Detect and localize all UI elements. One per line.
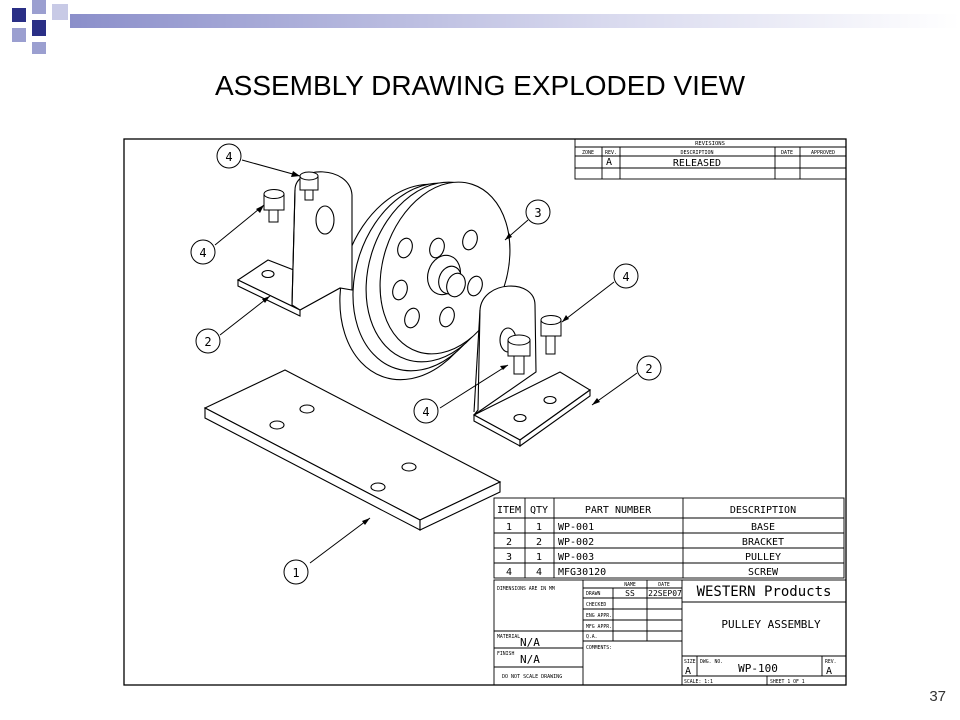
leader-arrowheads bbox=[256, 171, 600, 525]
corner-square-light bbox=[52, 4, 68, 20]
screw-left-middle bbox=[263, 189, 285, 223]
bom-header-part-number: PART NUMBER bbox=[585, 505, 652, 516]
bom-row-2-qty: 2 bbox=[536, 537, 542, 548]
balloon-label-base: 1 bbox=[292, 566, 299, 580]
drawing-frame bbox=[123, 138, 847, 686]
finish-label: FINISH bbox=[497, 651, 514, 657]
rev-row-rev: A bbox=[606, 157, 612, 168]
rev-label: REV. bbox=[825, 659, 837, 665]
bom-row-2-part: WP-002 bbox=[558, 537, 594, 548]
header-gradient-bar bbox=[70, 14, 960, 28]
balloon-label-screw-top: 4 bbox=[225, 150, 232, 164]
bom-row-2-item: 2 bbox=[506, 537, 512, 548]
rev-col-date: DATE bbox=[781, 150, 793, 156]
balloon-label-screw-lower: 4 bbox=[422, 405, 429, 419]
bom-row-1-qty: 1 bbox=[536, 522, 542, 533]
size-label: SIZE bbox=[684, 659, 696, 665]
company-name: WESTERN Products bbox=[697, 584, 832, 600]
bom-row-3-qty: 1 bbox=[536, 552, 542, 563]
corner-square-navy-top-left bbox=[12, 8, 26, 22]
corner-square-lavender-bottom bbox=[32, 42, 46, 54]
dwg-no-value: WP-100 bbox=[738, 662, 778, 675]
drawn-name: SS bbox=[625, 589, 635, 598]
drawing-title: PULLEY ASSEMBLY bbox=[721, 618, 821, 631]
bom-table-grid bbox=[493, 497, 845, 579]
revisions-block bbox=[574, 138, 847, 180]
rev-col-rev: REV. bbox=[605, 150, 617, 156]
sheet-label: SHEET 1 OF 1 bbox=[770, 679, 805, 685]
rev-col-zone: ZONE bbox=[582, 150, 594, 156]
balloon-label-bracket-right: 2 bbox=[645, 362, 652, 376]
title-block-grid bbox=[493, 579, 847, 686]
bom-row-1-desc: BASE bbox=[751, 522, 775, 533]
scale-note: DO NOT SCALE DRAWING bbox=[502, 674, 562, 680]
bom-row-2-desc: BRACKET bbox=[742, 537, 784, 548]
qa-label: Q.A. bbox=[586, 634, 598, 640]
scale-label: SCALE: 1:1 bbox=[684, 679, 713, 685]
eng-appr-label: ENG APPR. bbox=[586, 613, 612, 619]
bom-row-4-desc: SCREW bbox=[748, 567, 779, 578]
screw-left-top bbox=[299, 171, 319, 201]
bom-row-3-desc: PULLEY bbox=[745, 552, 781, 563]
corner-square-lavender-top bbox=[32, 0, 46, 14]
rev-value: A bbox=[826, 666, 832, 677]
bom-row-4-part: MFG30120 bbox=[558, 567, 606, 578]
bom-header-item: ITEM bbox=[497, 505, 521, 516]
name-label: NAME bbox=[624, 582, 636, 588]
comments-label: COMMENTS: bbox=[586, 645, 612, 651]
slide-title: ASSEMBLY DRAWING EXPLODED VIEW bbox=[214, 70, 746, 101]
screw-right-top bbox=[540, 315, 562, 355]
bom-header-description: DESCRIPTION bbox=[730, 505, 796, 516]
corner-square-navy-center bbox=[32, 20, 46, 36]
screw-right-lower bbox=[507, 334, 531, 375]
bom-row-3-item: 3 bbox=[506, 552, 512, 563]
page-number: 37 bbox=[929, 688, 946, 705]
dwg-no-label: DWG. NO. bbox=[700, 659, 723, 665]
finish-value: N/A bbox=[520, 653, 540, 666]
corner-square-lavender-left bbox=[12, 28, 26, 42]
mfg-appr-label: MFG APPR. bbox=[586, 624, 612, 630]
drawn-date: 22SEP07 bbox=[648, 589, 682, 598]
bom-header-qty: QTY bbox=[530, 505, 548, 516]
balloon-label-pulley: 3 bbox=[534, 206, 541, 220]
bracket-right bbox=[472, 285, 592, 448]
bracket-left bbox=[236, 171, 353, 317]
date-label: DATE bbox=[658, 582, 670, 588]
material-label: MATERIAL bbox=[497, 634, 520, 640]
bom-row-1-item: 1 bbox=[506, 522, 512, 533]
balloon-label-bracket-left: 2 bbox=[204, 335, 211, 349]
balloon-circles bbox=[190, 143, 662, 585]
balloon-label-screw-left: 4 bbox=[199, 246, 206, 260]
rev-col-description: DESCRIPTION bbox=[680, 150, 713, 156]
bom-row-4-item: 4 bbox=[506, 567, 512, 578]
base-plate bbox=[203, 369, 502, 531]
checked-label: CHECKED bbox=[586, 602, 606, 608]
material-value: N/A bbox=[520, 636, 540, 649]
size-value: A bbox=[685, 666, 691, 677]
bom-row-3-part: WP-003 bbox=[558, 552, 594, 563]
bom-row-4-qty: 4 bbox=[536, 567, 542, 578]
revisions-heading: REVISIONS bbox=[695, 141, 725, 147]
bom-row-1-part: WP-001 bbox=[558, 522, 594, 533]
rev-col-approved: APPROVED bbox=[811, 150, 835, 156]
pulley bbox=[339, 181, 511, 381]
dimensions-note: DIMENSIONS ARE IN MM bbox=[497, 586, 555, 592]
drawn-label: DRAWN bbox=[586, 591, 601, 597]
rev-row-description: RELEASED bbox=[673, 158, 721, 169]
leader-lines bbox=[214, 159, 638, 564]
balloon-label-screw-right: 4 bbox=[622, 270, 629, 284]
